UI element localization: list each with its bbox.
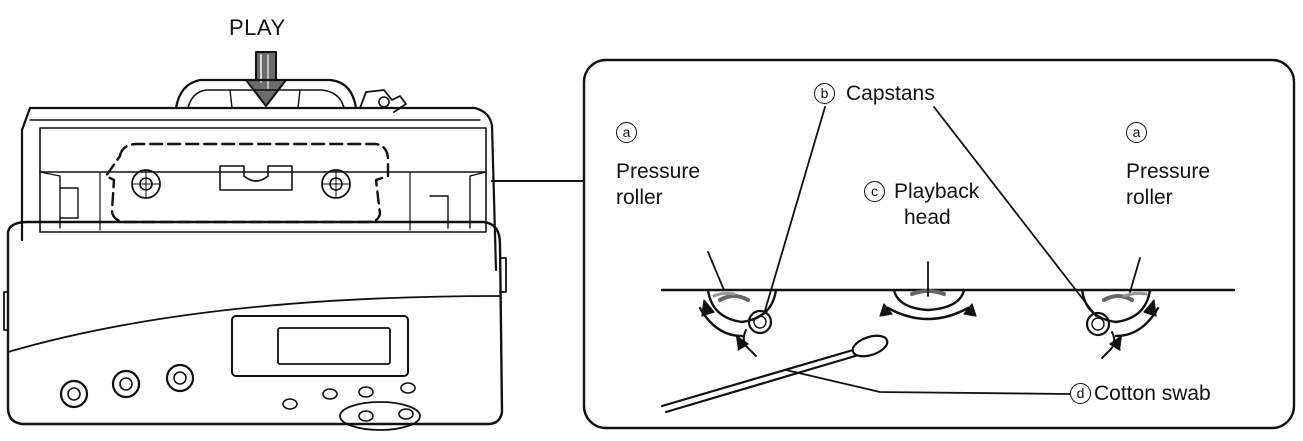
capstans-marker-icon: b — [814, 83, 835, 104]
playback-head — [879, 288, 977, 321]
cassette-window — [39, 127, 487, 233]
left-capstan — [742, 309, 773, 357]
leader-lines — [707, 106, 1141, 395]
left-pressure-roller — [698, 288, 778, 351]
playback-head-label-line2: head — [904, 206, 951, 229]
pressure-roller-left-label-line1: Pressure — [616, 160, 701, 183]
cotton-swab — [660, 334, 889, 414]
player-front-panel — [3, 220, 507, 431]
detail-panel — [582, 58, 1296, 430]
right-reel — [321, 169, 351, 199]
round-buttons — [59, 363, 195, 409]
playback-head-marker-icon: c — [864, 181, 885, 202]
player-top-edge — [28, 106, 494, 128]
pressure-roller-left-marker-icon: a — [616, 122, 637, 143]
left-reel — [131, 169, 161, 199]
lcd-display — [231, 315, 409, 377]
cotton-swab-marker-icon: d — [1070, 383, 1091, 404]
right-capstan — [1085, 311, 1116, 359]
cotton-swab-label: Cotton swab — [1094, 382, 1211, 405]
cassette-player-illustration — [3, 51, 507, 431]
play-label: PLAY — [229, 15, 286, 40]
lid-handle — [174, 78, 407, 113]
detail-panel-frame — [582, 58, 1296, 430]
pressure-roller-left-label-line2: roller — [616, 186, 663, 209]
player-body-outline — [20, 124, 498, 272]
capstans-label: Capstans — [846, 82, 935, 105]
playback-head-label-line1: Playback — [894, 180, 980, 203]
head-area-dashed-outline — [104, 142, 390, 224]
pressure-roller-right-label-line2: roller — [1126, 186, 1173, 209]
pressure-roller-right-label-line1: Pressure — [1126, 160, 1211, 183]
pressure-roller-right-marker-icon: a — [1126, 122, 1147, 143]
small-buttons — [282, 382, 421, 431]
